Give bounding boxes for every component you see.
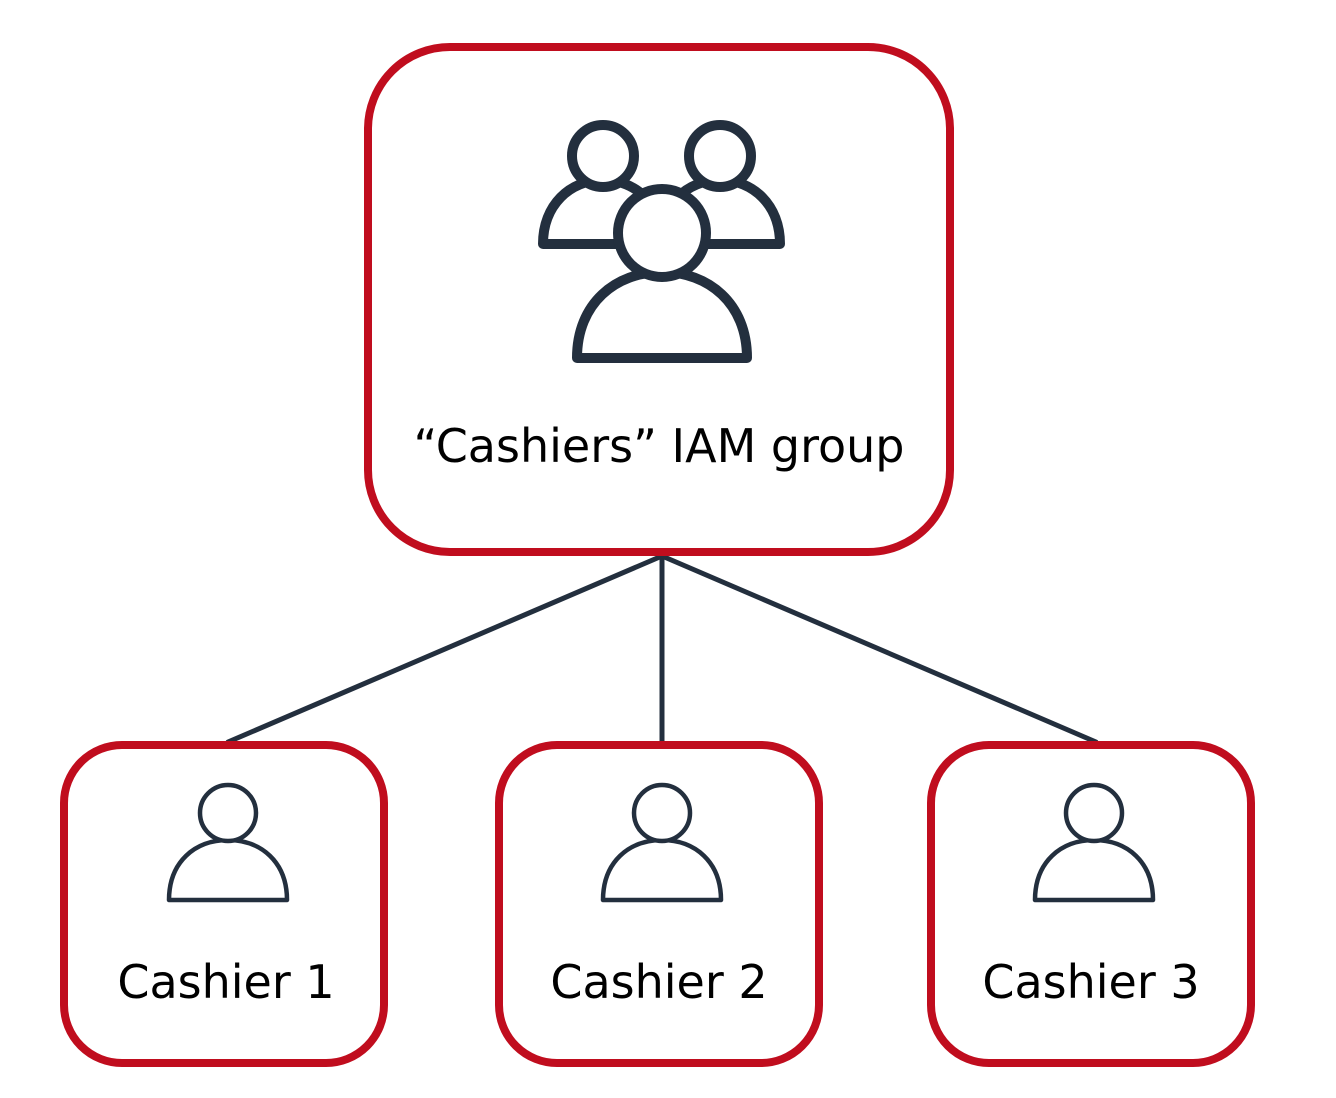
connectors <box>225 553 1099 745</box>
member-box <box>927 741 1255 1067</box>
member-node-cashier-3: Cashier 3 <box>927 741 1255 1067</box>
group-node: “Cashiers” IAM group <box>364 43 954 556</box>
member-label: Cashier 1 <box>117 955 334 1009</box>
user-icon <box>600 782 724 903</box>
member-box <box>60 741 388 1067</box>
connector-group-to-cashier-1 <box>225 553 665 745</box>
member-box <box>495 741 823 1067</box>
group-label: “Cashiers” IAM group <box>414 419 905 473</box>
user-icon <box>1032 782 1156 903</box>
user-icon <box>166 782 290 903</box>
connector-group-to-cashier-3 <box>659 553 1099 745</box>
users-group-icon <box>538 120 785 363</box>
member-node-cashier-1: Cashier 1 <box>60 741 388 1067</box>
member-node-cashier-2: Cashier 2 <box>495 741 823 1067</box>
member-label: Cashier 3 <box>982 955 1199 1009</box>
member-label: Cashier 2 <box>550 955 767 1009</box>
